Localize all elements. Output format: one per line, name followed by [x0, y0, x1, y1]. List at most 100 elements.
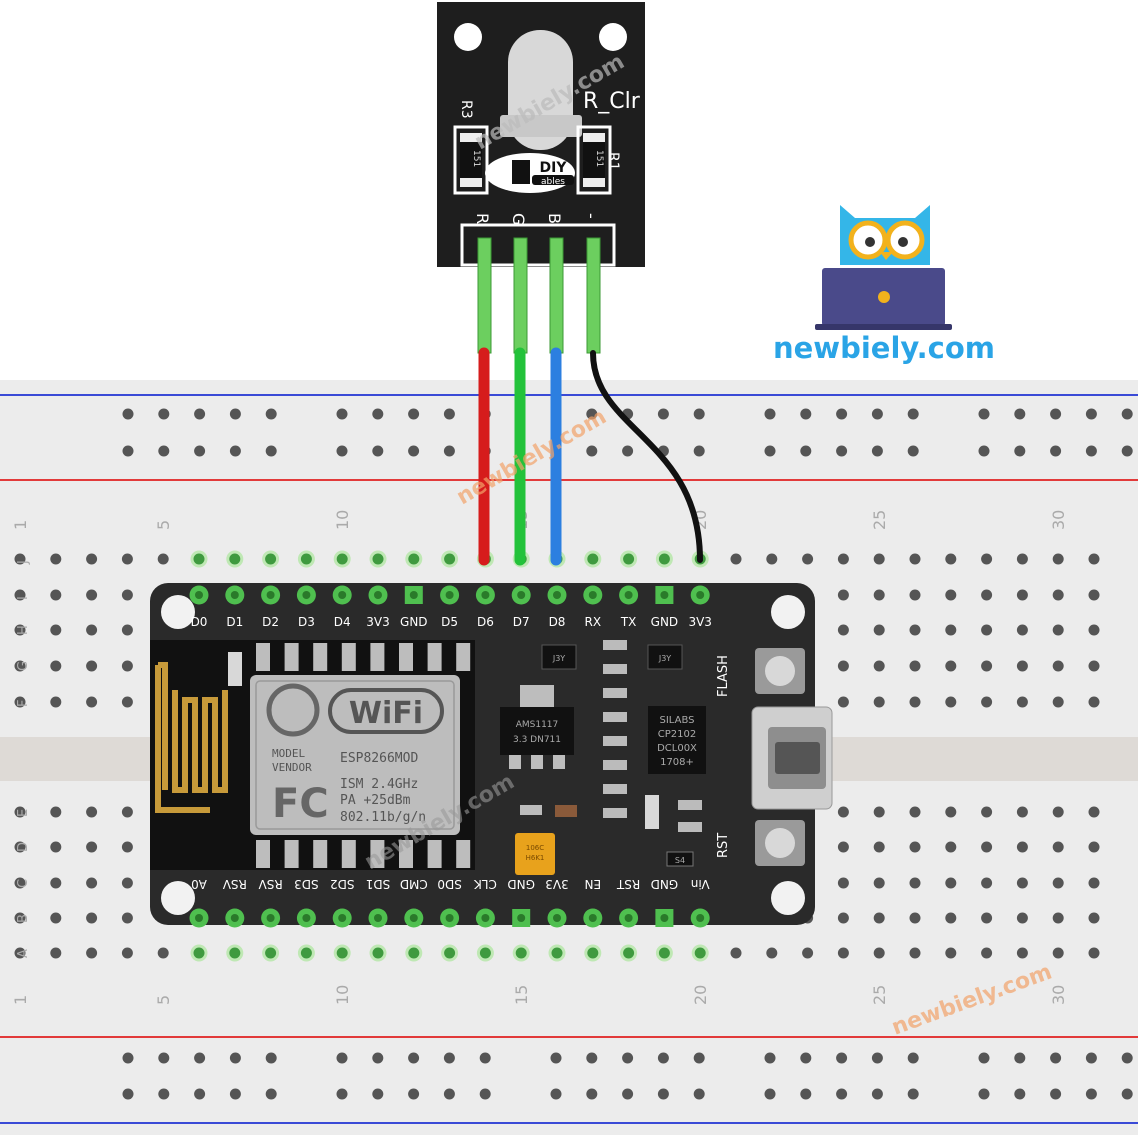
hole	[909, 947, 921, 959]
svg-text:WiFi: WiFi	[349, 696, 423, 731]
rail-hole	[336, 1052, 348, 1064]
header-pin-hole	[696, 591, 705, 599]
rail-hole	[800, 1088, 812, 1100]
hole	[837, 947, 849, 959]
hole	[909, 806, 921, 818]
rail-hole	[479, 1088, 491, 1100]
header-pin-hole	[445, 914, 454, 922]
module-pad	[284, 840, 299, 868]
active-hole	[444, 553, 456, 565]
hole	[1016, 877, 1028, 889]
wifi-logo: WiFi	[328, 688, 444, 734]
rail-hole	[871, 408, 883, 420]
svg-text:1708+: 1708+	[660, 757, 694, 768]
hole	[50, 589, 62, 601]
esp8266-module	[250, 675, 460, 835]
module-pad	[256, 643, 270, 671]
smd-resistor	[603, 736, 627, 746]
active-hole	[587, 553, 599, 565]
module-pin-label: -	[582, 213, 601, 219]
hole	[1052, 660, 1064, 672]
hole	[1016, 912, 1028, 924]
column-number: 5	[154, 995, 173, 1005]
hole	[1016, 696, 1028, 708]
hole	[873, 553, 885, 565]
hole	[121, 806, 133, 818]
active-hole	[658, 947, 670, 959]
rail-hole	[836, 1088, 848, 1100]
rail-hole	[657, 408, 669, 420]
rail-hole	[693, 1052, 705, 1064]
module-label: R_Clr	[583, 89, 641, 114]
module-hole	[454, 23, 482, 51]
lead-r	[477, 237, 492, 354]
rail-hole	[871, 1052, 883, 1064]
pin-label-bottom: RST	[616, 877, 640, 891]
flash-button[interactable]	[755, 648, 805, 694]
svg-text:FC: FC	[272, 781, 329, 827]
micro-usb-port[interactable]	[751, 706, 833, 810]
rail-hole	[122, 408, 134, 420]
rail-hole	[372, 1052, 384, 1064]
hole	[50, 696, 62, 708]
pin-label-top: D7	[513, 615, 530, 629]
header-pin-hole	[338, 914, 347, 922]
hole	[1088, 589, 1100, 601]
hole	[1088, 877, 1100, 889]
hole	[837, 624, 849, 636]
svg-text:VENDOR: VENDOR	[272, 761, 312, 774]
smd-resistor	[603, 640, 627, 650]
pin-header	[460, 223, 616, 267]
pin-label-bottom: A0	[191, 877, 207, 891]
rail-hole	[1085, 408, 1097, 420]
hole	[1052, 589, 1064, 601]
module-pad	[313, 840, 328, 868]
rail-hole	[265, 1088, 277, 1100]
hole	[945, 806, 957, 818]
rail-hole	[229, 408, 241, 420]
row-letter: J	[16, 560, 31, 565]
hole	[1088, 660, 1100, 672]
rail-hole	[1014, 408, 1026, 420]
rail-hole	[622, 1088, 634, 1100]
hole	[766, 947, 778, 959]
header-pin-hole	[302, 914, 311, 922]
hole	[1088, 624, 1100, 636]
pin-label-top: 3V3	[366, 615, 389, 629]
rail-hole	[1121, 1052, 1133, 1064]
rail-hole	[372, 445, 384, 457]
resistor-r3	[453, 125, 489, 195]
flash-label: FLASH	[716, 655, 731, 697]
pin-label-bottom: 3V3	[545, 877, 568, 891]
header-pin-hole	[374, 914, 382, 922]
lead-g	[513, 237, 528, 354]
row-letter: C	[16, 879, 31, 888]
hole	[1052, 806, 1064, 818]
column-number: 25	[870, 985, 889, 1005]
rail-hole	[907, 408, 919, 420]
column-number: 1	[11, 520, 30, 530]
header-pin-hole	[338, 591, 347, 599]
hole	[1088, 841, 1100, 853]
pin-label-top: 3V3	[688, 615, 711, 629]
rail-hole	[158, 445, 170, 457]
hole	[873, 877, 885, 889]
header-pin-hole	[195, 914, 203, 922]
smd-resistor	[603, 712, 627, 722]
smd-resistor	[520, 805, 542, 815]
module-pin-label: R	[473, 213, 492, 224]
hole	[121, 947, 133, 959]
reset-button[interactable]	[755, 820, 805, 866]
rail-hole	[1014, 1088, 1026, 1100]
header-pin-hole	[409, 591, 418, 599]
module-pads	[256, 643, 471, 868]
active-hole	[587, 947, 599, 959]
header-pin-hole	[696, 914, 705, 922]
rail-hole	[265, 1052, 277, 1064]
hole	[909, 841, 921, 853]
hole	[945, 947, 957, 959]
module-pad	[370, 643, 385, 671]
header-pin-hole	[409, 914, 418, 922]
column-number: 10	[333, 985, 352, 1005]
rail-hole	[229, 1088, 241, 1100]
